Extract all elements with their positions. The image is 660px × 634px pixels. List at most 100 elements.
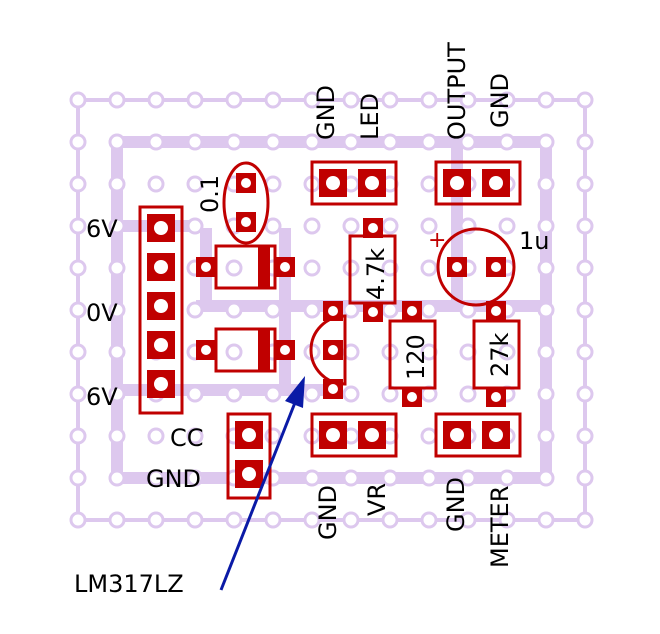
- grid-hole: [459, 511, 477, 529]
- grid-hole: [108, 91, 126, 109]
- diode-bottom: [196, 327, 295, 373]
- grid-hole: [264, 91, 282, 109]
- grid-hole: [576, 385, 594, 403]
- power-header: [138, 205, 184, 415]
- header-cc-gnd: [226, 412, 272, 500]
- grid-hole: [537, 259, 555, 277]
- grid-hole: [69, 343, 87, 361]
- grid-hole: [537, 343, 555, 361]
- header-gnd-vr: [310, 412, 398, 458]
- grid-hole: [459, 469, 477, 487]
- label-6v-bottom: 6V: [86, 383, 118, 411]
- grid-hole: [69, 133, 87, 151]
- grid-hole: [225, 301, 243, 319]
- label-6v-top: 6V: [86, 215, 118, 243]
- grid-hole: [225, 91, 243, 109]
- grid-hole: [264, 385, 282, 403]
- grid-hole: [420, 217, 438, 235]
- lm317-regulator: [309, 301, 347, 399]
- grid-hole: [420, 469, 438, 487]
- grid-hole: [576, 91, 594, 109]
- grid-hole: [264, 511, 282, 529]
- label-cc: CC: [170, 424, 204, 452]
- grid-hole: [186, 133, 204, 151]
- grid-hole: [381, 91, 399, 109]
- grid-hole: [108, 217, 126, 235]
- grid-hole: [576, 469, 594, 487]
- grid-hole: [264, 133, 282, 151]
- grid-hole: [303, 301, 321, 319]
- grid-hole: [381, 511, 399, 529]
- label-gnd-top: GND: [312, 85, 340, 140]
- label-gnd-left: GND: [146, 465, 201, 493]
- grid-hole: [69, 217, 87, 235]
- resistor-4-7k: [348, 218, 397, 322]
- grid-hole: [108, 175, 126, 193]
- grid-hole: [186, 427, 204, 445]
- grid-hole: [108, 469, 126, 487]
- label-vr: VR: [363, 483, 391, 516]
- grid-hole: [147, 133, 165, 151]
- capacitor-1u: [436, 227, 516, 307]
- grid-hole: [147, 511, 165, 529]
- label-plus: +: [428, 228, 446, 253]
- header-gnd-meter: [434, 412, 522, 458]
- lm317-pointer-arrow: [219, 376, 305, 591]
- grid-hole: [225, 133, 243, 151]
- grid-hole: [147, 427, 165, 445]
- grid-hole: [537, 427, 555, 445]
- grid-hole: [303, 259, 321, 277]
- grid-hole: [381, 301, 399, 319]
- resistor-120: [388, 301, 437, 407]
- grid-hole: [498, 91, 516, 109]
- grid-hole: [69, 175, 87, 193]
- grid-hole: [264, 217, 282, 235]
- grid-hole: [498, 469, 516, 487]
- grid-hole: [498, 133, 516, 151]
- grid-hole: [537, 385, 555, 403]
- grid-hole: [342, 385, 360, 403]
- grid-hole: [420, 175, 438, 193]
- grid-hole: [225, 511, 243, 529]
- grid-hole: [108, 385, 126, 403]
- grid-hole: [498, 217, 516, 235]
- grid-hole: [225, 259, 243, 277]
- grid-hole: [420, 427, 438, 445]
- grid-hole: [342, 511, 360, 529]
- grid-hole: [264, 427, 282, 445]
- grid-hole: [420, 259, 438, 277]
- grid-hole: [108, 343, 126, 361]
- grid-hole: [381, 217, 399, 235]
- grid-hole: [342, 217, 360, 235]
- grid-hole: [69, 301, 87, 319]
- label-gnd-top-right: GND: [486, 73, 514, 128]
- header-output-gnd: [434, 160, 522, 206]
- grid-hole: [186, 175, 204, 193]
- grid-hole: [108, 427, 126, 445]
- grid-hole: [69, 511, 87, 529]
- grid-hole: [381, 469, 399, 487]
- grid-hole: [459, 133, 477, 151]
- grid-hole: [576, 427, 594, 445]
- grid-hole: [576, 259, 594, 277]
- grid-hole: [69, 385, 87, 403]
- grid-hole: [537, 469, 555, 487]
- grid-hole: [420, 511, 438, 529]
- grid-hole: [303, 91, 321, 109]
- grid-hole: [537, 217, 555, 235]
- grid-hole: [420, 133, 438, 151]
- label-led: LED: [356, 93, 384, 140]
- grid-hole: [576, 217, 594, 235]
- label-cap-0-1: 0.1: [196, 175, 224, 213]
- grid-hole: [69, 469, 87, 487]
- grid-hole: [537, 511, 555, 529]
- grid-hole: [576, 511, 594, 529]
- grid-hole: [186, 91, 204, 109]
- grid-hole: [108, 301, 126, 319]
- grid-hole: [381, 133, 399, 151]
- label-0v: 0V: [86, 299, 118, 327]
- grid-hole: [225, 343, 243, 361]
- label-meter: METER: [486, 486, 514, 568]
- grid-hole: [342, 469, 360, 487]
